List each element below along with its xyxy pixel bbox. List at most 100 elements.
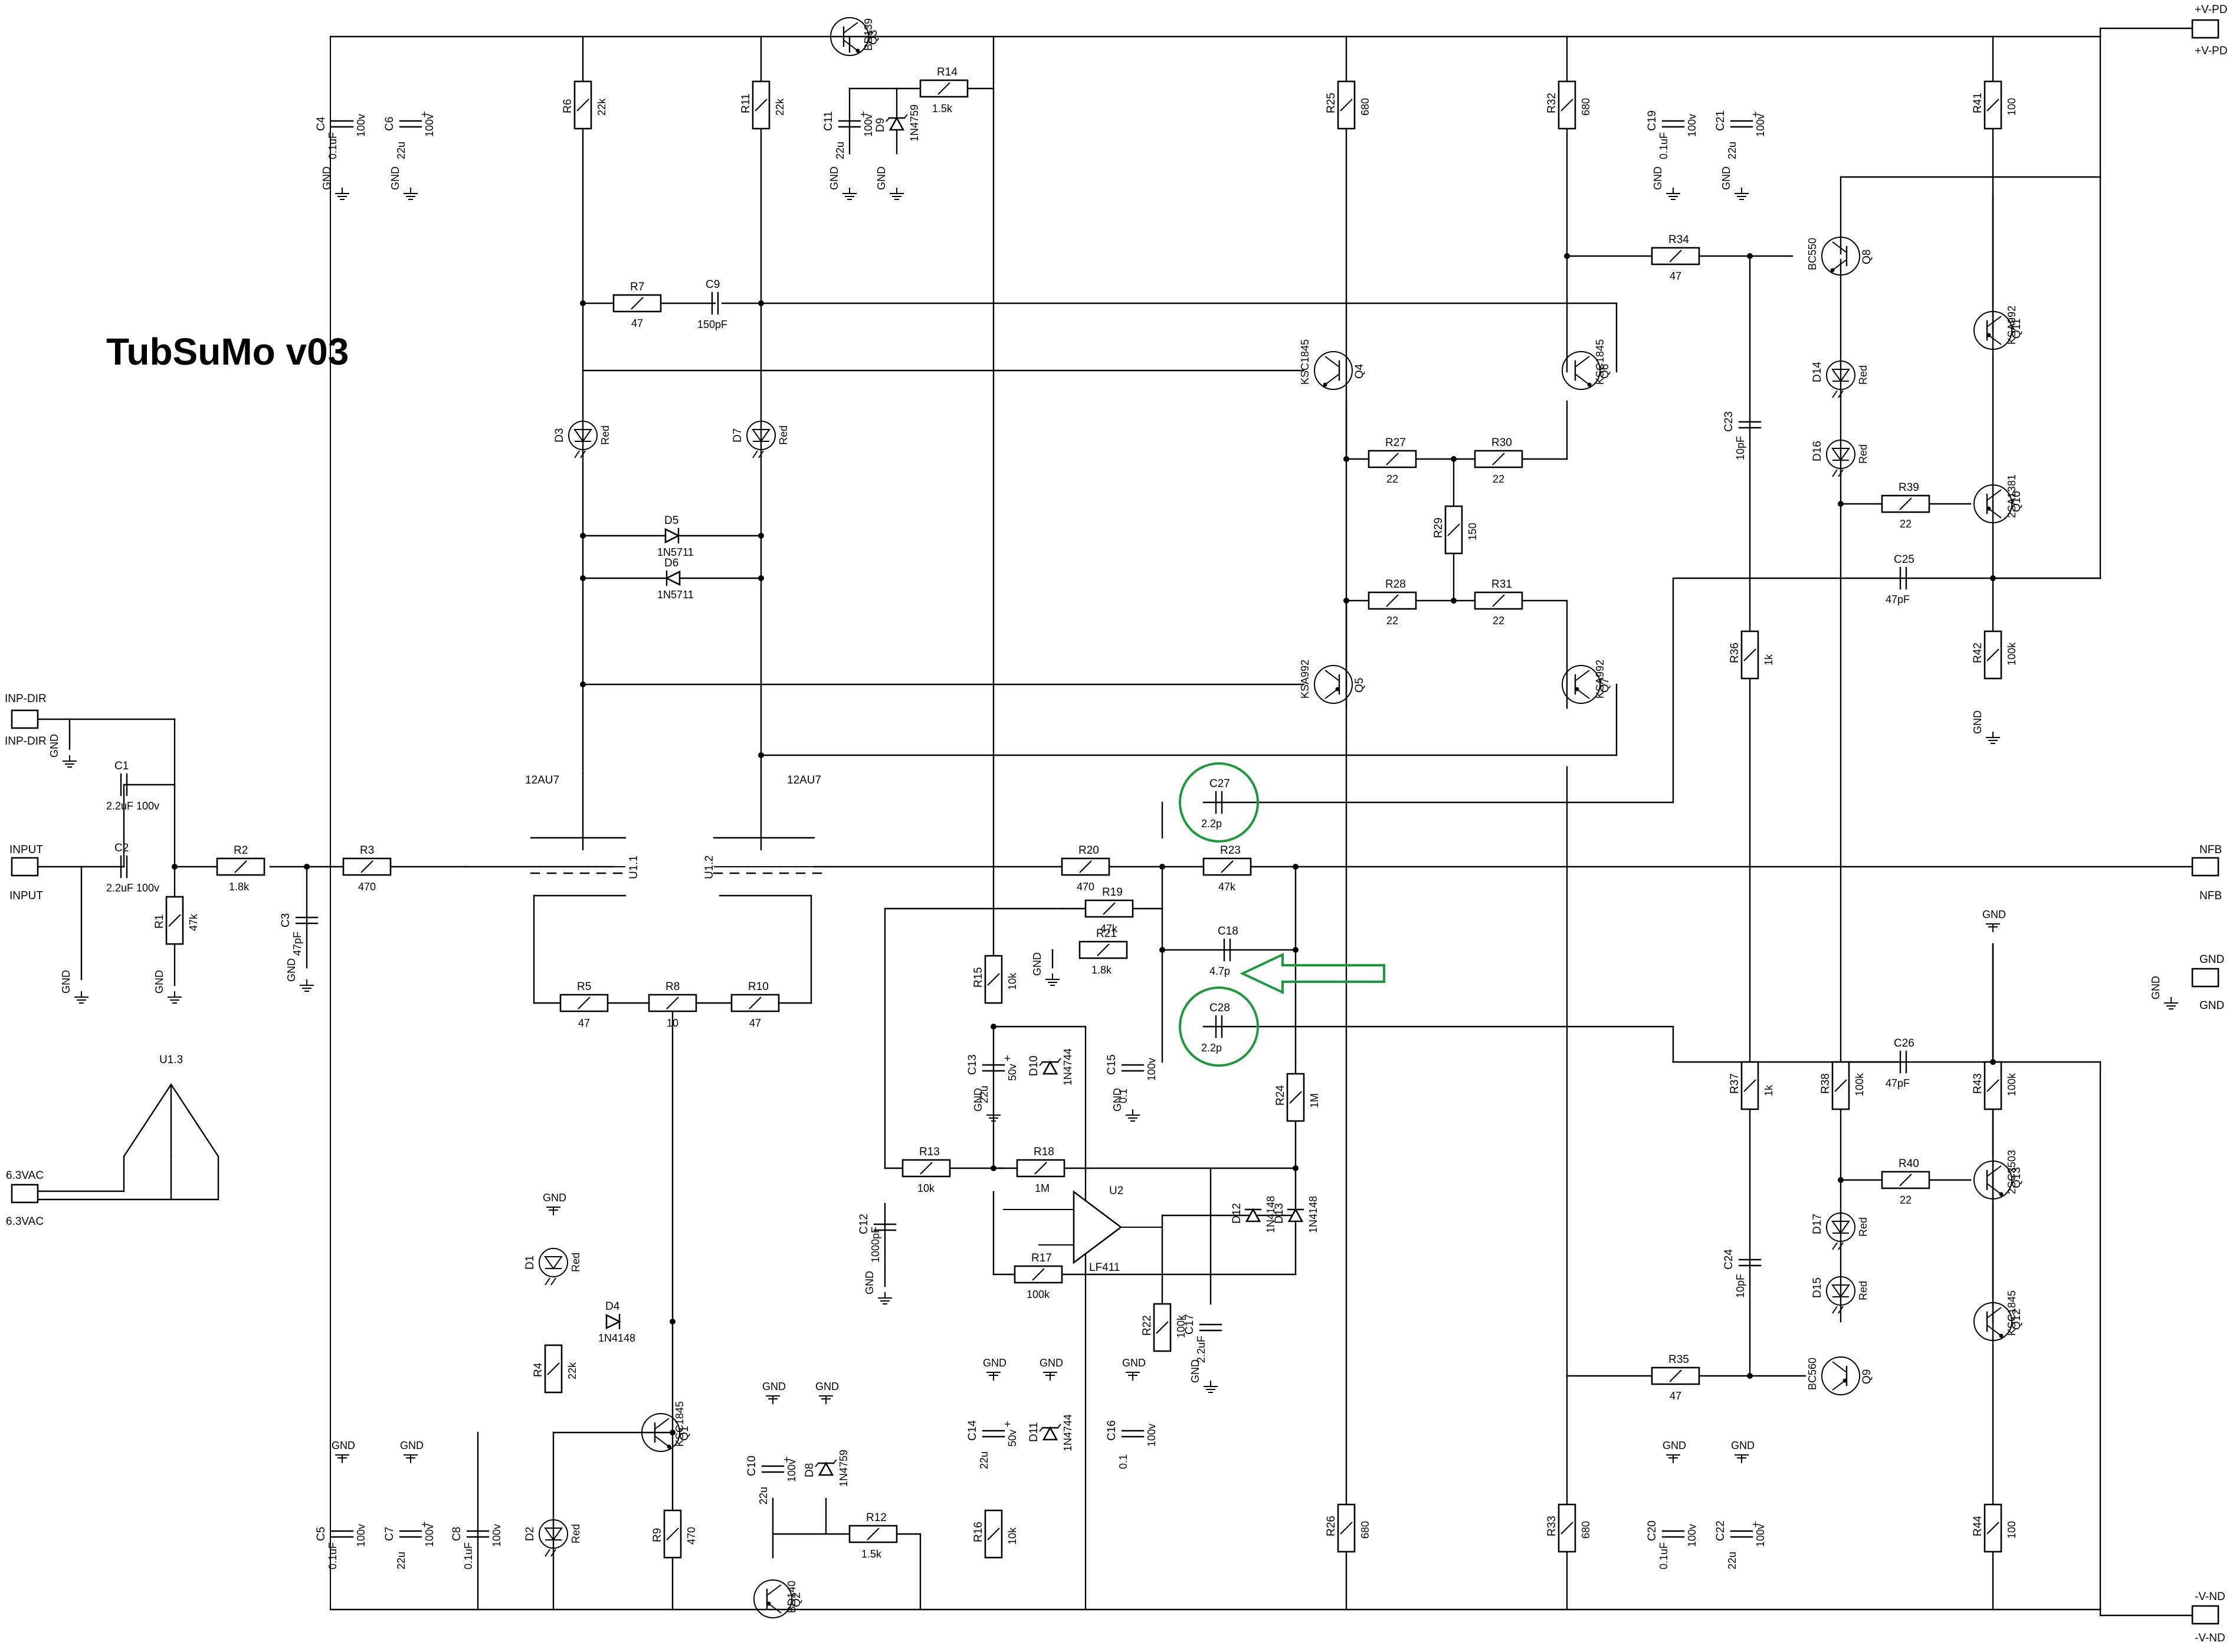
connector-vnd[interactable]: -V-ND -V-ND (2191, 1591, 2225, 1644)
resistor-r2[interactable]: R21.8k (216, 844, 265, 893)
capacitor-c18[interactable]: C184.7p (1209, 925, 1238, 977)
connector-gnd[interactable]: GND GND (2191, 953, 2224, 1012)
connector-vpd[interactable]: +V-PD +V-PD (2191, 4, 2227, 57)
connector-nfb[interactable]: NFB NFB (2191, 844, 2222, 902)
connector-6-3vac[interactable]: 6.3VAC 6.3VAC (6, 1169, 44, 1228)
capacitor-c2[interactable]: C22.2uF 100v (106, 842, 159, 894)
capacitor-c1[interactable]: C12.2uF 100v (106, 760, 159, 812)
connector-inp-dir[interactable]: INP-DIR INP-DIR (5, 693, 47, 748)
opamp-u2[interactable]: U2 LF411 (1089, 1185, 1123, 1274)
